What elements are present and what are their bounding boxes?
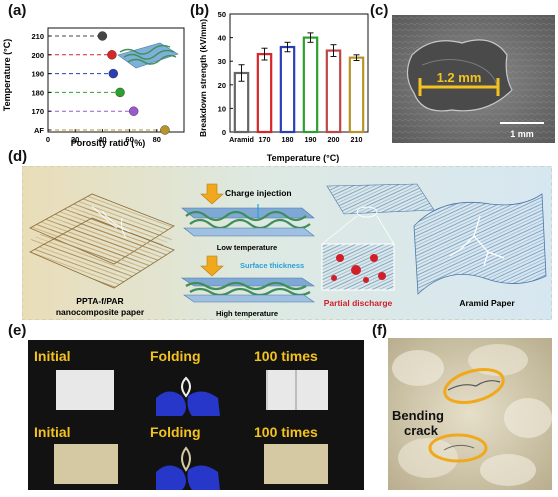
panel-label-e: (e) <box>8 322 27 339</box>
x-tick-aramid: Aramid <box>229 135 254 144</box>
x-tick-0: 0 <box>46 135 50 144</box>
breakdown-plot-frame <box>229 13 369 133</box>
porosity-chart: Porosity ratio (%) Temperature (°C) 210 2… <box>2 27 185 148</box>
high-temperature-label: High temperature <box>216 309 278 318</box>
crack-highlight-2 <box>428 433 488 463</box>
y-tick-190: 190 <box>31 70 44 79</box>
white-paper-initial <box>56 370 114 410</box>
x-tick-40: 40 <box>98 135 106 144</box>
x-tick-180: 180 <box>282 135 294 144</box>
porosity-chart-plot: Porosity ratio (%) Temperature (°C) 210 2… <box>2 27 185 148</box>
data-point-200 <box>107 50 117 60</box>
measurement-label: 1.2 mm <box>437 70 482 85</box>
crack-highlight-1 <box>443 368 505 404</box>
paper-wave-inset-icon <box>117 42 179 69</box>
y-tick-170: 170 <box>31 107 44 116</box>
y-tick-af: AF <box>34 126 44 135</box>
panel-label-b: (b) <box>190 2 210 19</box>
data-point-180 <box>115 87 125 98</box>
schematic-diagram: PPTA-f/PAR nanocomposite paper Charge in… <box>22 166 552 320</box>
data-point-190 <box>108 68 118 79</box>
row1-100-times-label: 100 times <box>254 348 318 364</box>
bar-190 <box>302 36 319 134</box>
x-tick-190: 190 <box>305 135 317 144</box>
panel-label-f: (f) <box>372 322 387 339</box>
y-tick-10: 10 <box>218 104 226 113</box>
y-tick-200: 200 <box>31 51 44 60</box>
aramid-paper-illustration <box>413 193 547 295</box>
row2-100-times-label: 100 times <box>254 424 318 440</box>
charge-arrow-icon <box>200 183 224 205</box>
x-tick-20: 20 <box>71 135 79 144</box>
charge-injection-label: Charge injection <box>225 188 292 198</box>
bar-180 <box>279 45 296 134</box>
y-tick-210: 210 <box>31 32 44 41</box>
folding-gloves-2 <box>156 446 220 490</box>
nanocomposite-label-line1: PPTA-f/PAR <box>76 296 123 306</box>
y-tick-0: 0 <box>222 128 226 137</box>
aramid-paper-label: Aramid Paper <box>459 298 515 308</box>
tan-paper-initial <box>54 444 118 484</box>
bar-170 <box>256 53 273 134</box>
x-tick-80: 80 <box>153 135 161 144</box>
y-tick-30: 30 <box>218 57 226 66</box>
row2-initial-label: Initial <box>34 424 71 440</box>
y-tick-50: 50 <box>218 10 226 19</box>
y-tick-20: 20 <box>218 81 226 90</box>
panel-label-d: (d) <box>8 148 28 165</box>
y-tick-40: 40 <box>218 34 226 43</box>
nanocomposite-label-line2: nanocomposite paper <box>56 307 145 317</box>
panel-label-a: (a) <box>8 2 27 19</box>
data-point-170 <box>128 106 139 116</box>
partial-discharge-illustration <box>321 183 435 291</box>
bending-label: Bending <box>392 408 444 423</box>
partial-discharge-label: Partial discharge <box>324 298 393 308</box>
row2-folding-label: Folding <box>150 424 201 440</box>
row1-folding-label: Folding <box>150 348 201 364</box>
nanocomposite-paper-illustration <box>29 193 175 289</box>
measurement-bar <box>418 78 500 96</box>
x-tick-170: 170 <box>259 135 271 144</box>
data-point-210 <box>97 31 108 41</box>
breakdown-y-axis-label: Breakdown strength (kV/mm) <box>198 19 208 137</box>
low-temperature-layers <box>181 183 315 237</box>
bar-aramid <box>233 71 250 134</box>
row1-initial-label: Initial <box>34 348 71 364</box>
tan-paper-folded <box>264 444 328 484</box>
data-point-af <box>160 125 170 135</box>
x-tick-210: 210 <box>351 135 363 144</box>
breakdown-x-axis-label: Temperature (°C) <box>267 153 339 163</box>
low-temperature-label: Low temperature <box>217 243 277 252</box>
panel-label-c: (c) <box>370 2 389 19</box>
bar-210 <box>348 56 365 134</box>
x-tick-60: 60 <box>125 135 133 144</box>
white-paper-folded <box>266 370 328 410</box>
fold-crease-1 <box>295 370 297 410</box>
porosity-x-axis-label: Porosity ratio (%) <box>71 138 146 148</box>
bar-200 <box>325 49 342 134</box>
folding-gloves-1 <box>156 376 220 416</box>
crack-label: crack <box>404 423 439 438</box>
x-tick-200: 200 <box>328 135 340 144</box>
breakdown-chart: Temperature (°C) Breakdown strength (kV/… <box>198 10 369 163</box>
sem-micrograph: 1.2 mm 1 mm <box>392 15 555 143</box>
charge-arrow-icon-2 <box>200 255 224 277</box>
folding-photo-grid: Initial Folding 100 times Initial Foldin… <box>28 340 364 490</box>
breakdown-chart-plot: Temperature (°C) Breakdown strength (kV/… <box>198 10 369 163</box>
scale-bar-label: 1 mm <box>510 129 534 139</box>
porosity-y-axis-label: Temperature (°C) <box>2 39 12 111</box>
y-tick-180: 180 <box>31 88 44 97</box>
porosity-plot-frame <box>47 27 185 133</box>
high-temperature-layers <box>181 255 315 303</box>
bending-crack-photo: Bending crack <box>388 338 552 490</box>
surface-thickness-label: Surface thickness <box>240 261 304 270</box>
